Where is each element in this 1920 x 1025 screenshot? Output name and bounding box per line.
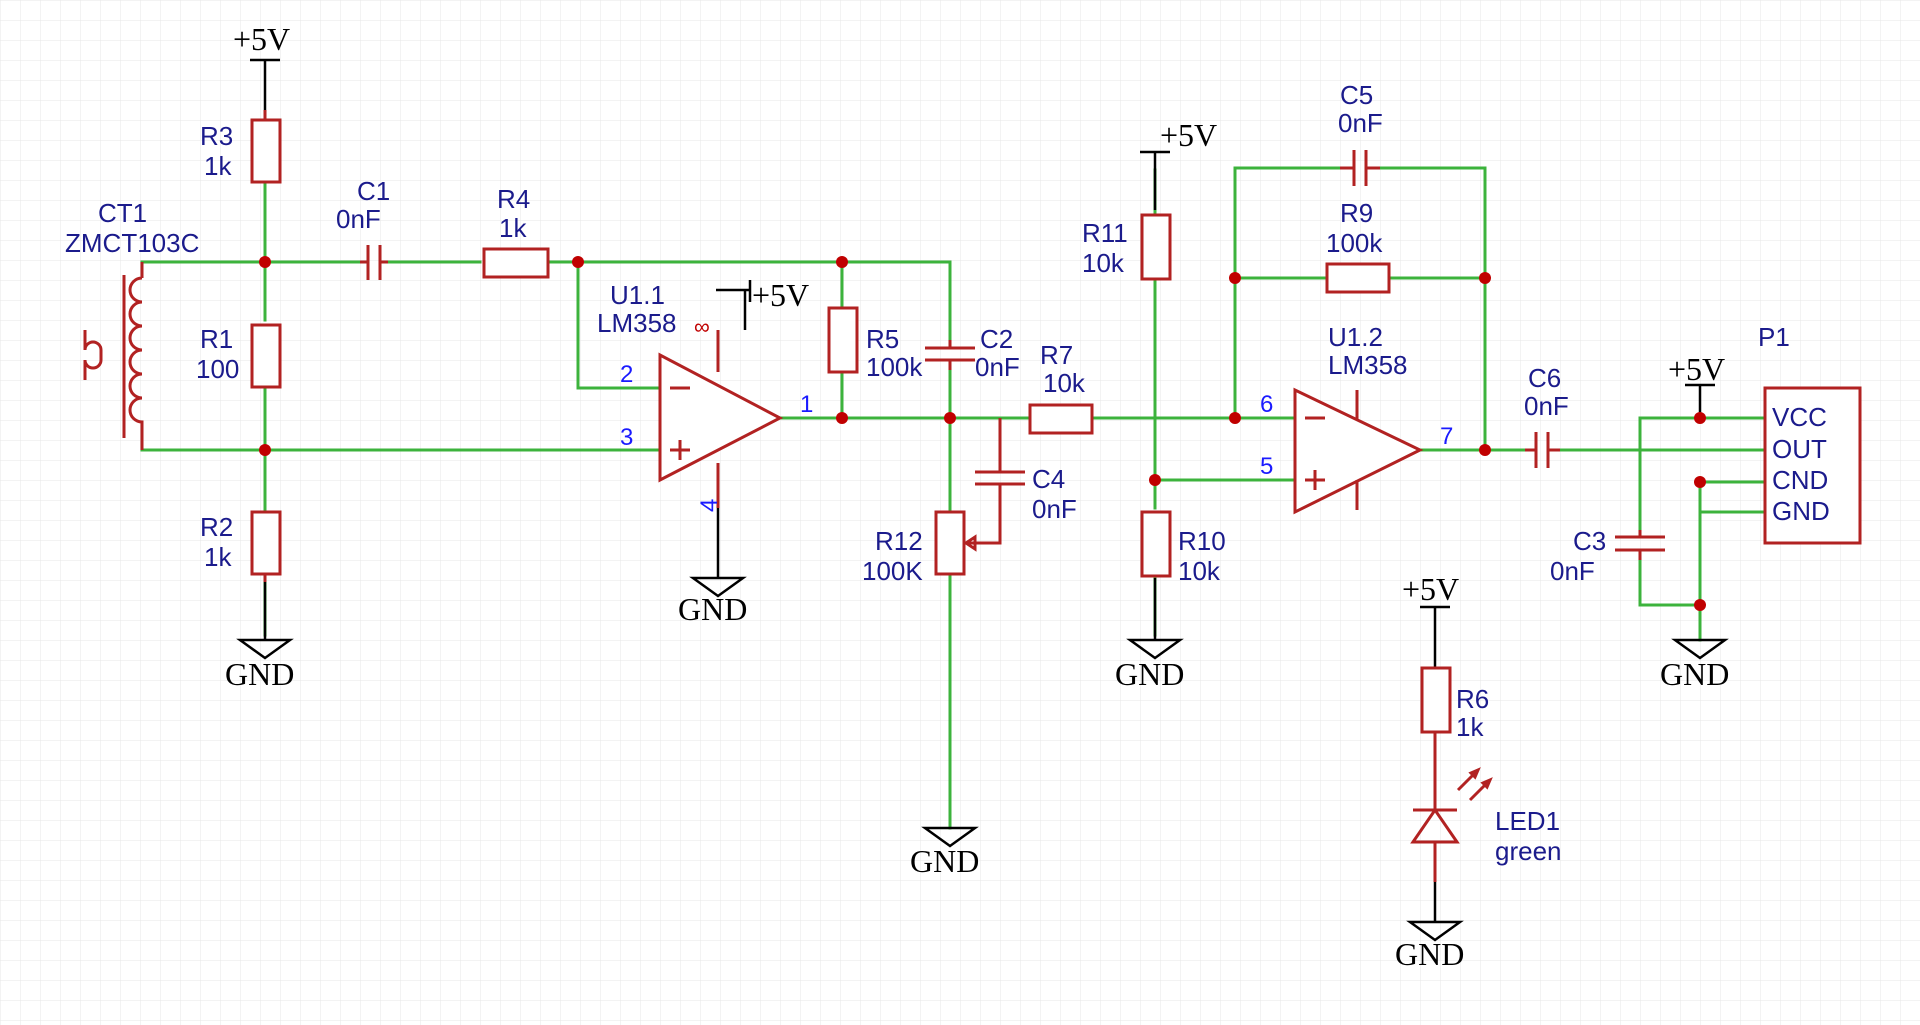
p1-connector[interactable] xyxy=(1763,386,1862,545)
r4-resistor[interactable] xyxy=(482,247,550,279)
p1-pin-out: OUT xyxy=(1772,434,1827,464)
r5-value: 100k xyxy=(866,352,923,382)
c2-value: 0nF xyxy=(975,352,1020,382)
u1-2-pin-minus: 6 xyxy=(1260,391,1273,418)
r9-ref: R9 xyxy=(1340,198,1373,228)
c1-value: 0nF xyxy=(336,204,381,234)
c2-ref: C2 xyxy=(980,324,1013,354)
c1-capacitor[interactable] xyxy=(360,245,388,280)
r1-ref: R1 xyxy=(200,324,233,354)
c3-capacitor[interactable] xyxy=(1615,530,1665,560)
r2-value: 1k xyxy=(204,542,232,572)
p1-pin-vcc: VCC xyxy=(1772,402,1827,432)
r12-value: 100K xyxy=(862,556,923,586)
u1-2-opamp[interactable] xyxy=(1293,387,1424,515)
r4-ref: R4 xyxy=(497,184,530,214)
r11-value: 10k xyxy=(1082,248,1125,278)
gnd-label-u1-1: GND xyxy=(678,591,747,627)
u1-2-ref: U1.2 xyxy=(1328,322,1383,352)
p1-ref: P1 xyxy=(1758,322,1790,352)
c4-capacitor[interactable] xyxy=(975,418,1025,543)
c6-capacitor[interactable] xyxy=(1525,432,1560,468)
gnd-label-led1: GND xyxy=(1395,936,1464,972)
c5-value: 0nF xyxy=(1338,108,1383,138)
r6-resistor[interactable] xyxy=(1420,666,1452,734)
ct1-transformer[interactable] xyxy=(83,262,144,450)
vcc-label-u1-1: +5V xyxy=(752,277,809,313)
gnd-label-r2: GND xyxy=(225,656,294,692)
c6-value: 0nF xyxy=(1524,391,1569,421)
r9-value: 100k xyxy=(1326,228,1383,258)
u1-1-infinity-symbol: ∞ xyxy=(694,314,710,339)
r7-ref: R7 xyxy=(1040,340,1073,370)
r5-resistor[interactable] xyxy=(827,306,859,374)
led1-diode[interactable] xyxy=(1410,767,1493,882)
c1-ref: C1 xyxy=(357,176,390,206)
p1-pin-gnd: GND xyxy=(1772,496,1830,526)
r1-resistor[interactable] xyxy=(250,323,282,389)
c5-capacitor[interactable] xyxy=(1340,150,1380,186)
r11-resistor[interactable] xyxy=(1140,213,1172,281)
ct1-value: ZMCT103C xyxy=(65,228,199,258)
gnd-label-r12: GND xyxy=(910,843,979,879)
r9-resistor[interactable] xyxy=(1325,262,1391,294)
u1-2-pin-out: 7 xyxy=(1440,423,1453,450)
u1-1-pin-gnd: 4 xyxy=(696,499,723,512)
junctions xyxy=(259,256,1706,611)
vcc-label-r6: +5V xyxy=(1402,571,1459,607)
c4-ref: C4 xyxy=(1032,464,1065,494)
r5-ref: R5 xyxy=(866,324,899,354)
u1-1-value: LM358 xyxy=(597,308,677,338)
r12-ref: R12 xyxy=(875,526,923,556)
power-symbols xyxy=(236,58,1729,942)
u1-1-opamp[interactable] xyxy=(658,330,784,508)
r3-value: 1k xyxy=(204,151,232,181)
c6-ref: C6 xyxy=(1528,363,1561,393)
u1-1-ref: U1.1 xyxy=(610,280,665,310)
c5-ref: C5 xyxy=(1340,80,1373,110)
p1-pin-cnd: CND xyxy=(1772,465,1828,495)
r1-value: 100 xyxy=(196,354,239,384)
r10-value: 10k xyxy=(1178,556,1221,586)
led1-ref: LED1 xyxy=(1495,806,1560,836)
r7-resistor[interactable] xyxy=(1028,403,1094,435)
r10-resistor[interactable] xyxy=(1140,510,1172,578)
r10-ref: R10 xyxy=(1178,526,1226,556)
r6-ref: R6 xyxy=(1456,684,1489,714)
u1-1-pin-out: 1 xyxy=(800,391,813,418)
vcc-label-r11: +5V xyxy=(1160,117,1217,153)
r3-resistor[interactable] xyxy=(250,118,282,184)
gnd-label-r10: GND xyxy=(1115,656,1184,692)
r2-resistor[interactable] xyxy=(250,510,282,576)
ct1-ref: CT1 xyxy=(98,198,147,228)
r3-ref: R3 xyxy=(200,121,233,151)
u1-1-pin-plus: 3 xyxy=(620,424,633,451)
led1-value: green xyxy=(1495,836,1562,866)
gnd-label-p1: GND xyxy=(1660,656,1729,692)
r4-value: 1k xyxy=(499,213,527,243)
u1-2-pin-plus: 5 xyxy=(1260,453,1273,480)
c4-value: 0nF xyxy=(1032,494,1077,524)
r7-value: 10k xyxy=(1043,368,1086,398)
u1-1-pin-minus: 2 xyxy=(620,361,633,388)
c3-value: 0nF xyxy=(1550,556,1595,586)
r11-ref: R11 xyxy=(1082,218,1128,248)
vcc-label-p1: +5V xyxy=(1668,351,1725,387)
c3-ref: C3 xyxy=(1573,526,1606,556)
u1-2-value: LM358 xyxy=(1328,350,1408,380)
r2-ref: R2 xyxy=(200,512,233,542)
r6-value: 1k xyxy=(1456,712,1484,742)
c2-capacitor[interactable] xyxy=(925,340,975,370)
vcc-label-r3: +5V xyxy=(233,21,290,57)
wires xyxy=(140,166,1767,830)
